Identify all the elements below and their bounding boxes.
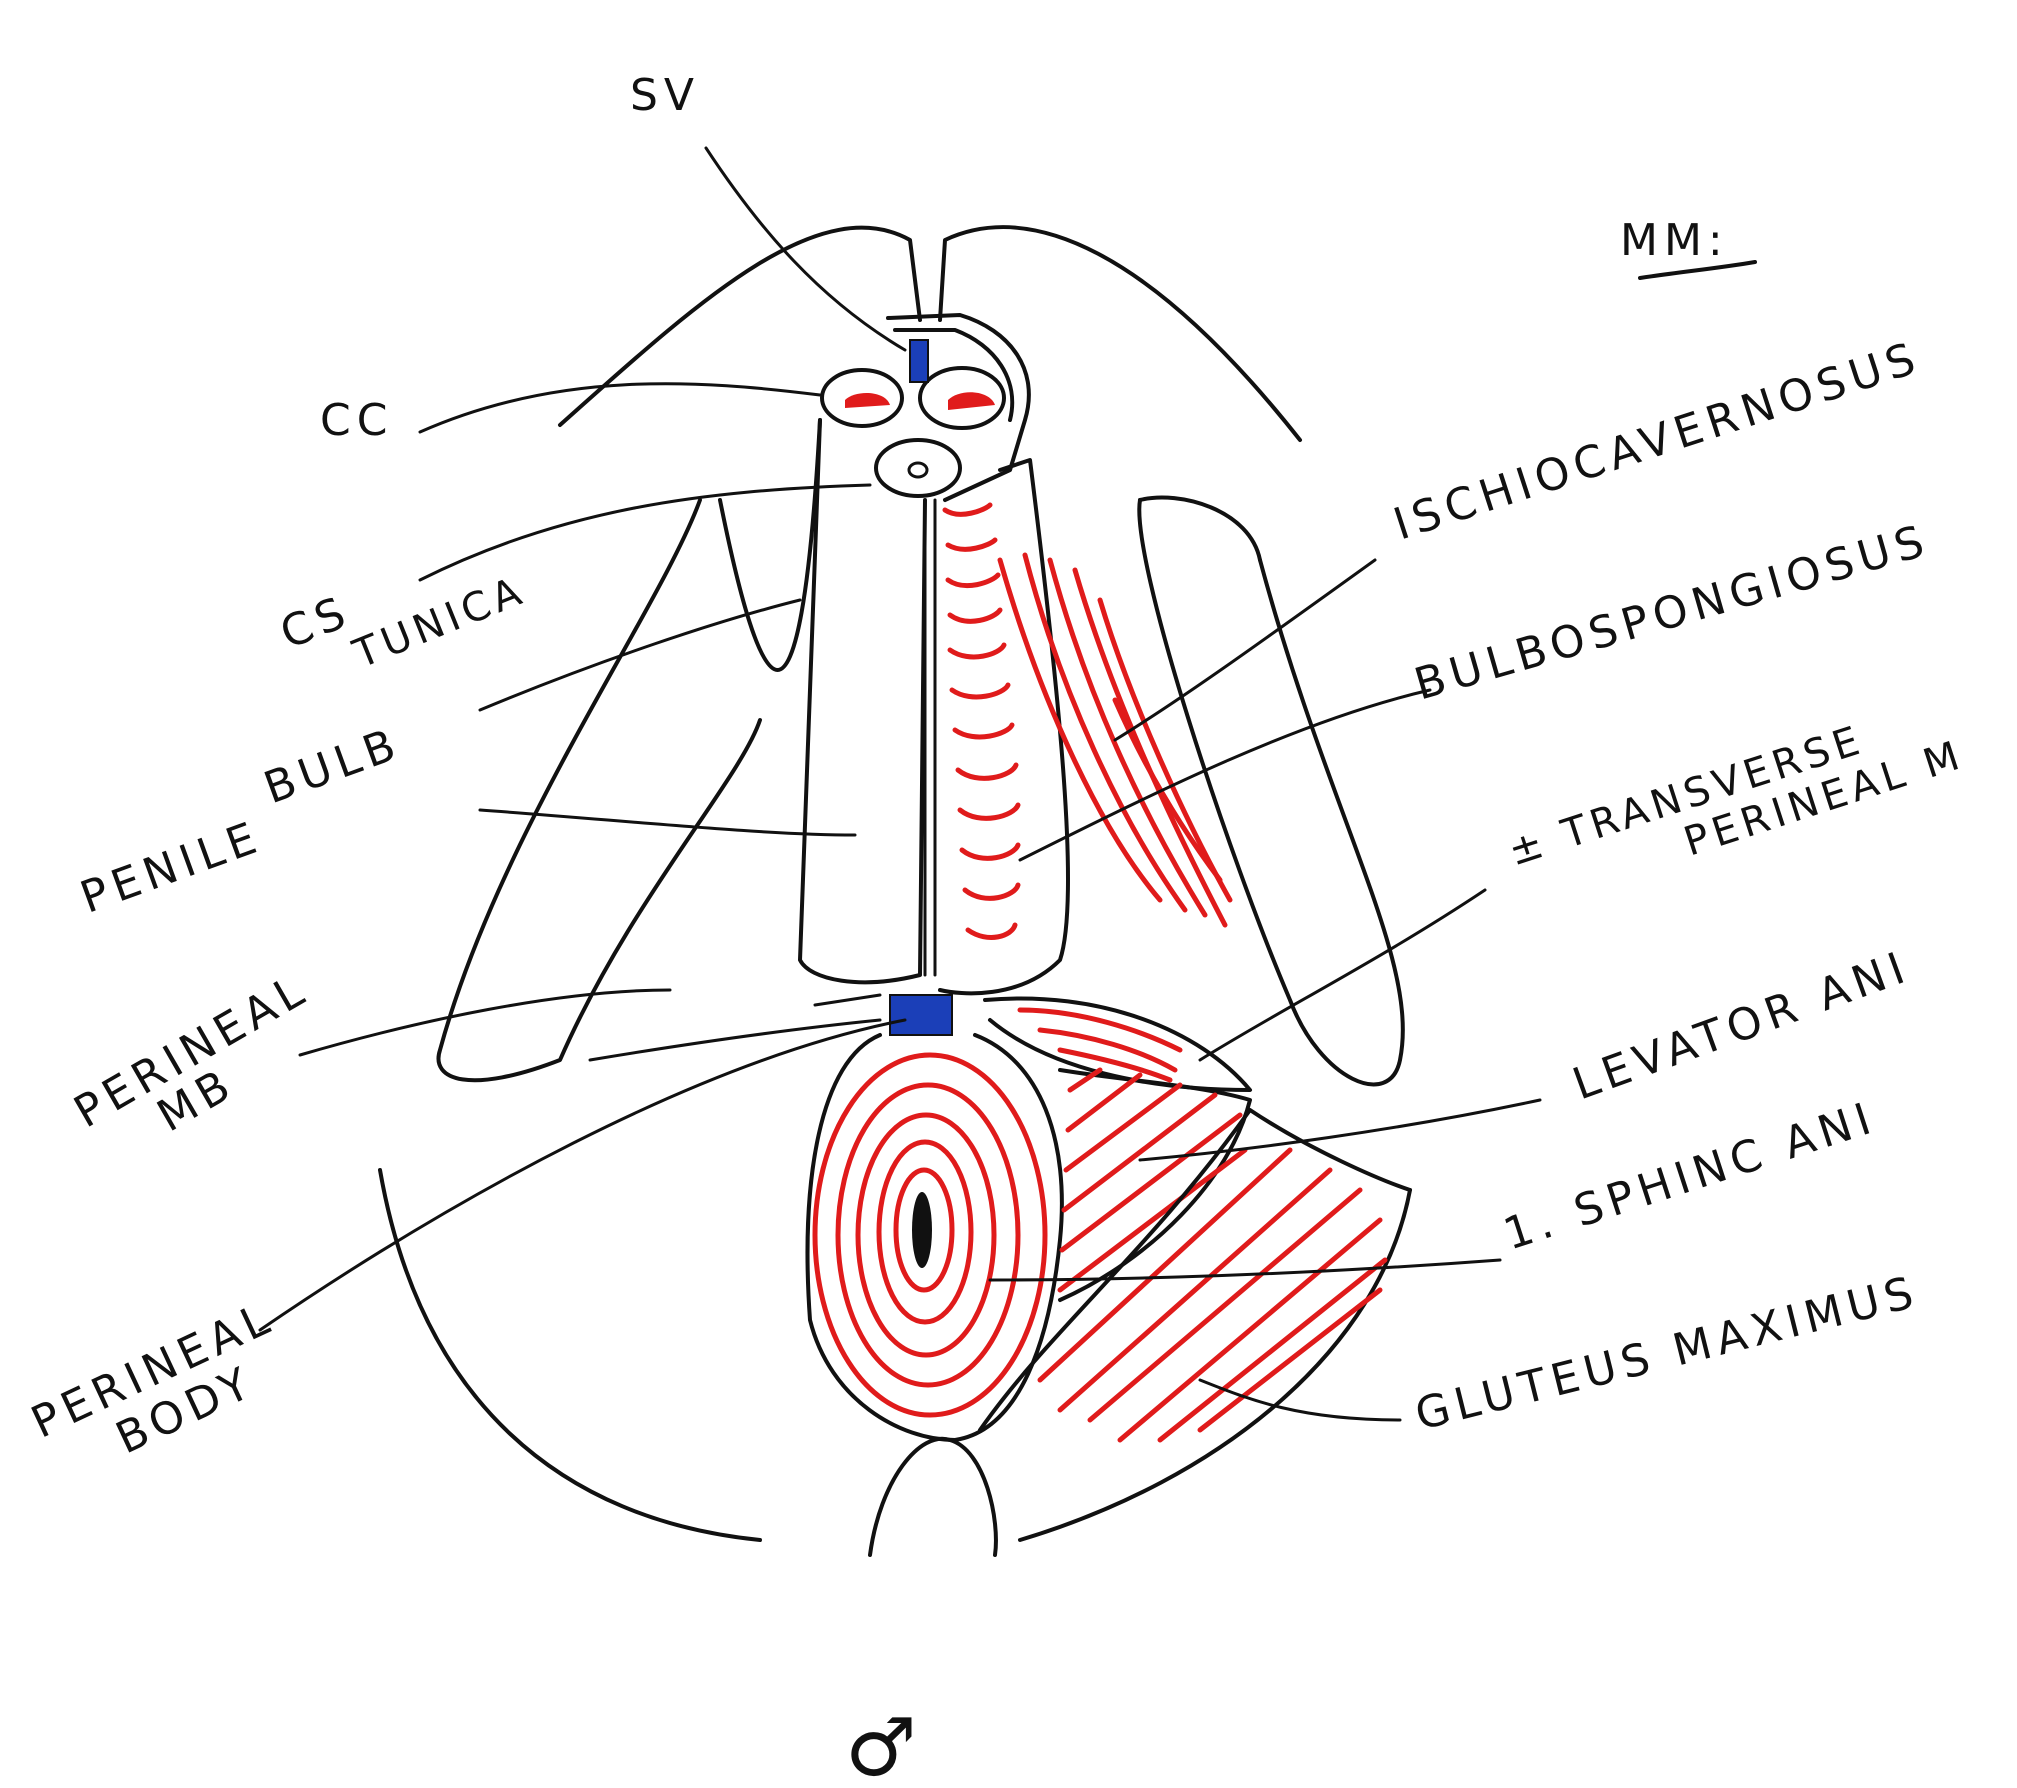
label-perineal-mb: PERINEAL MB [66, 963, 340, 1177]
sphincter-ani-muscle [808, 1035, 1062, 1440]
label-penile: PENILE [74, 811, 269, 923]
label-tunica: TUNICA [346, 567, 532, 678]
label-sphincter-ani: 1. SPHINC ANI [1498, 1092, 1883, 1260]
corpus-spongiosum [876, 440, 960, 496]
label-levator-ani: LEVATOR ANI [1566, 941, 1916, 1110]
body-outline [380, 227, 1410, 1555]
penile-cross-section [822, 315, 1029, 500]
label-mm-group: MM: [1620, 215, 1755, 278]
label-penile-bulb: PENILE BULB [60, 718, 421, 924]
bulbospongiosus-muscle [945, 505, 1018, 937]
label-cs: CS [273, 586, 358, 660]
label-cc: CC [320, 395, 393, 446]
perineal-body-mark [890, 995, 952, 1035]
label-perineal-body: PERINEAL BODY [24, 1292, 303, 1494]
label-sv: SV [630, 70, 700, 121]
corpus-outlines [800, 420, 1068, 993]
leader-lines [260, 148, 1540, 1420]
label-transverse-perineal: ± TRANSVERSE PERINEAL M [1503, 689, 1970, 918]
label-bulbospongiosus: BULBOSPONGIOSUS [1409, 515, 1935, 711]
label-gluteus-maximus: GLUTEUS MAXIMUS [1410, 1266, 1924, 1440]
label-mm: MM: [1620, 215, 1729, 266]
perineal-membrane [590, 995, 880, 1060]
male-symbol: ♂ [845, 1701, 917, 1788]
label-bulb: BULB [258, 718, 408, 814]
label-ischiocavernosus: ISCHIOCAVERNOSUS [1388, 332, 1927, 551]
dorsal-vein [910, 340, 928, 382]
anus [912, 1192, 932, 1268]
